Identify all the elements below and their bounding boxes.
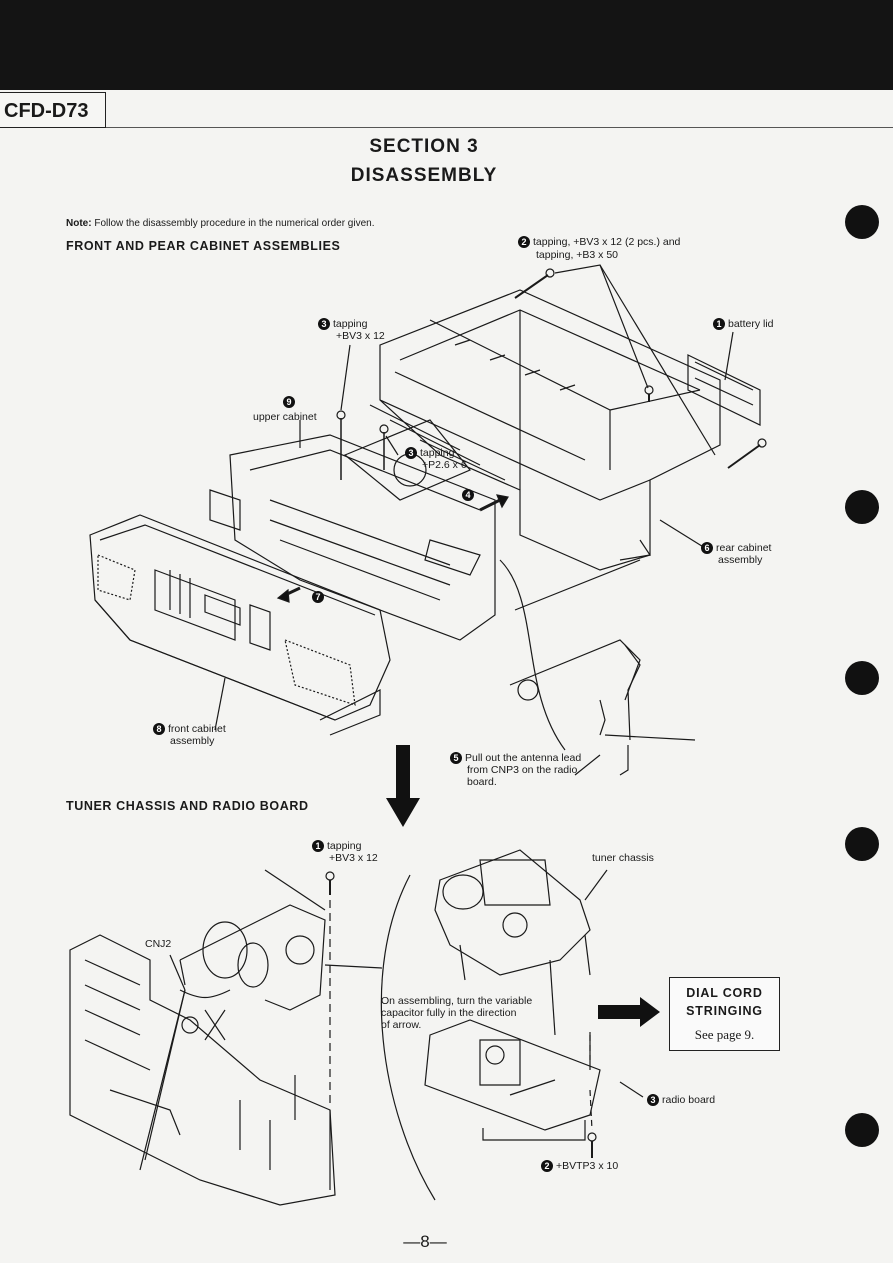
header-front-rear: FRONT AND PEAR CABINET ASSEMBLIES <box>66 239 341 253</box>
dial-cord-reference-box: DIAL CORD STRINGING See page 9. <box>669 977 780 1051</box>
step-number: 1 <box>713 318 725 331</box>
assembling-note-line2: capacitor fully in the direction <box>381 1007 517 1019</box>
step-number: 3 <box>318 318 330 331</box>
binder-hole <box>845 205 879 239</box>
binder-hole <box>845 1113 879 1147</box>
step-number: 9 <box>283 396 295 409</box>
callout-4: 4 <box>462 489 477 502</box>
binder-hole <box>845 490 879 524</box>
callout-9-number: 9 <box>283 396 298 409</box>
callout-7: 7 <box>312 591 327 604</box>
section-title: DISASSEMBLY <box>350 165 498 186</box>
callout-text: tapping <box>327 840 362 852</box>
step-number: 4 <box>462 489 474 502</box>
callout-5-line3: board. <box>467 776 497 788</box>
step-number: 2 <box>541 1160 553 1173</box>
assembling-note-line1: On assembling, turn the variable <box>381 995 533 1007</box>
callout-text: tapping, +BV3 x 12 (2 pcs.) and <box>533 236 681 248</box>
callout-2-line2: tapping, +B3 x 50 <box>536 249 619 261</box>
step-number: 2 <box>518 236 530 249</box>
section-number: SECTION 3 <box>369 136 479 157</box>
step-number: 3 <box>647 1094 659 1107</box>
callout-b1-spec: +BV3 x 12 <box>329 852 378 864</box>
step-number: 7 <box>312 591 324 604</box>
tuner-chassis-label: tuner chassis <box>592 852 654 864</box>
step-number: 8 <box>153 723 165 736</box>
callout-text: battery lid <box>728 318 774 330</box>
callout-text: front cabinet <box>168 723 226 735</box>
callout-5-line2: from CNP3 on the radio <box>467 764 578 776</box>
step-number: 3 <box>405 447 417 460</box>
dial-title-line2: STRINGING <box>686 1004 763 1018</box>
note-label: Note: <box>66 218 92 229</box>
callout-9-upper-cabinet: upper cabinet <box>253 411 317 423</box>
step-number: 6 <box>701 542 713 555</box>
cnj2-label: CNJ2 <box>145 938 172 950</box>
callout-text: radio board <box>662 1094 716 1106</box>
model-label: CFD-D73 <box>0 92 106 128</box>
callout-text: tapping <box>420 447 455 459</box>
header-rule <box>106 127 893 128</box>
callout-3-spec: +BV3 x 12 <box>336 330 385 342</box>
step-number: 1 <box>312 840 324 853</box>
page-number: —8— <box>403 1232 447 1251</box>
callout-text: rear cabinet <box>716 542 772 554</box>
assembling-note-line3: of arrow. <box>381 1019 422 1031</box>
callout-6-line2: assembly <box>718 554 763 566</box>
dial-see-page: See page 9. <box>694 1027 755 1042</box>
binder-hole <box>845 661 879 695</box>
note-text: Follow the disassembly procedure in the … <box>94 218 375 229</box>
callout-text: Pull out the antenna lead <box>465 752 582 764</box>
callout-8-line2: assembly <box>170 735 215 747</box>
dial-title-line1: DIAL CORD <box>686 986 763 1000</box>
callout-text: +BVTP3 x 10 <box>556 1160 619 1172</box>
callout-b2-screw: 2+BVTP3 x 10 <box>541 1160 619 1173</box>
callout-3-spec-p26: +P2.6 x 6 <box>422 459 467 471</box>
callout-text: tapping <box>333 318 368 330</box>
header-tuner-radio: TUNER CHASSIS AND RADIO BOARD <box>66 799 309 813</box>
scanned-top-border <box>0 0 893 90</box>
step-number: 5 <box>450 752 462 765</box>
note: Note: Follow the disassembly procedure i… <box>66 218 374 230</box>
binder-hole <box>845 827 879 861</box>
